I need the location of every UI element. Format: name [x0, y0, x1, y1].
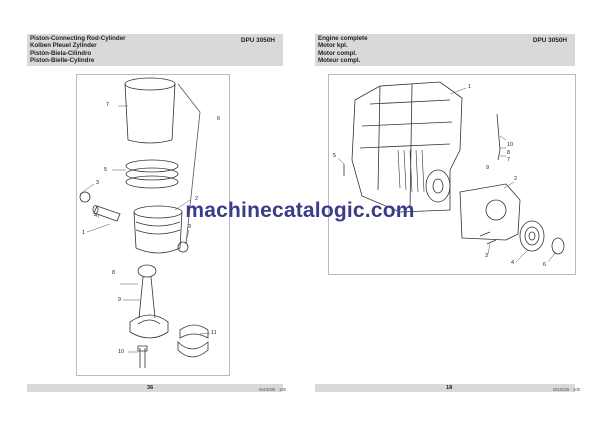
cylinder-liner-body — [124, 83, 176, 141]
callout-3b: 3 — [188, 224, 191, 230]
left-title-de: Kolben Pleuel Zylinder — [30, 42, 97, 50]
engine-block-outline — [351, 81, 463, 213]
dipstick — [496, 113, 501, 161]
watermark-text: machinecatalogic.com — [185, 199, 415, 222]
right-header-bar: Engine complete Motor kpl. Motor compl. … — [315, 34, 575, 66]
callout-1: 1 — [468, 84, 471, 90]
callout-4: 4 — [511, 260, 514, 266]
left-model-code: DPU 3050H — [240, 37, 275, 44]
piston-rod-cylinder-diagram — [79, 77, 211, 368]
piston-grooves — [135, 221, 181, 235]
right-doc-ref: 0610039 · 105 — [553, 387, 581, 392]
adapter-plate-bore — [485, 199, 507, 221]
callout-3: 3 — [485, 253, 488, 259]
left-header-bar: Piston-Connecting Rod-Cylinder Kolben Pl… — [27, 34, 283, 66]
right-page-number: 18 — [446, 385, 453, 391]
right-title-en: Engine complete — [318, 35, 368, 42]
callout-11: 11 — [211, 330, 217, 336]
callout-1: 1 — [82, 230, 85, 236]
right-title-de: Motor kpl. — [318, 42, 348, 50]
left-title-fr: Piston-Bielle-Cylindre — [30, 57, 95, 65]
callout-7: 7 — [507, 157, 510, 163]
callout-10: 10 — [507, 142, 513, 148]
right-title-fr: Moteur compl. — [318, 57, 361, 65]
callout-2: 2 — [514, 176, 517, 182]
drive-pulley-bore — [528, 231, 536, 241]
piston-ring-3 — [125, 175, 179, 189]
fastener-bolts — [343, 164, 497, 245]
left-doc-ref: 0610039 · 105 — [259, 387, 287, 392]
callout-5: 5 — [104, 167, 107, 173]
rod-bolt — [137, 345, 148, 368]
callout-8: 8 — [507, 150, 510, 156]
left-header-titles: Piston-Connecting Rod-Cylinder Kolben Pl… — [30, 35, 126, 65]
piston-ring-2 — [125, 167, 179, 181]
callout-6: 7 — [106, 102, 109, 108]
piston-ring-1 — [125, 159, 179, 173]
piston-pin-end — [92, 205, 99, 214]
bearing-shell-lower — [177, 341, 209, 358]
rod-small-end — [137, 264, 157, 278]
callout-2: 2 — [195, 196, 198, 202]
right-catalog-page: Engine complete Motor kpl. Motor compl. … — [300, 0, 600, 424]
cylinder-liner-top — [124, 77, 176, 91]
cooling-fins — [397, 149, 425, 193]
engine-shroud-panels — [377, 83, 413, 209]
callout-7: 6 — [217, 116, 220, 122]
right-header-titles: Engine complete Motor kpl. Motor compl. … — [318, 35, 368, 65]
callout-4: 4 — [94, 213, 97, 219]
leader-lines — [337, 87, 557, 263]
callout-9: 9 — [118, 297, 121, 303]
rod-big-end — [129, 314, 169, 339]
adapter-plate — [459, 183, 521, 241]
leader-lines — [79, 105, 211, 353]
drive-pulley-groove — [524, 226, 540, 246]
callout-9: 9 — [486, 165, 489, 171]
callout-10: 10 — [118, 349, 124, 355]
rod-bore — [137, 319, 161, 325]
piston-crown — [133, 205, 183, 219]
callout-6: 6 — [543, 262, 546, 268]
circlip-left — [79, 191, 91, 203]
circlip-right — [177, 241, 189, 253]
flywheel-hub — [432, 178, 444, 194]
left-diagram-frame — [76, 74, 230, 376]
right-footer-bar — [315, 384, 575, 392]
cylinder-liner-bottom — [127, 139, 173, 144]
callout-5: 5 — [333, 153, 336, 159]
bearing-shell-upper — [179, 324, 209, 339]
callout-8: 8 — [112, 270, 115, 276]
callout-7-bracket — [177, 83, 201, 245]
left-title-es: Pistón-Biela-Cilindro — [30, 49, 92, 57]
flywheel-housing — [425, 169, 451, 203]
right-diagram-frame — [328, 74, 576, 275]
left-catalog-page: Piston-Connecting Rod-Cylinder Kolben Pl… — [27, 34, 287, 392]
engine-shroud-lines — [359, 99, 453, 149]
callout-3a: 3 — [96, 180, 99, 186]
drive-pulley — [519, 220, 545, 252]
left-footer-bar — [27, 384, 283, 392]
left-title-en: Piston-Connecting Rod-Cylinder — [30, 35, 126, 42]
piston-body — [133, 211, 183, 254]
engine-complete-diagram — [337, 81, 565, 263]
right-title-es: Motor compl. — [318, 49, 357, 57]
piston-pin — [93, 205, 121, 222]
rod-shank — [138, 276, 156, 319]
right-model-code: DPU 3050H — [532, 37, 567, 44]
left-page-number: 36 — [147, 385, 154, 391]
pulley-hub — [551, 237, 565, 255]
